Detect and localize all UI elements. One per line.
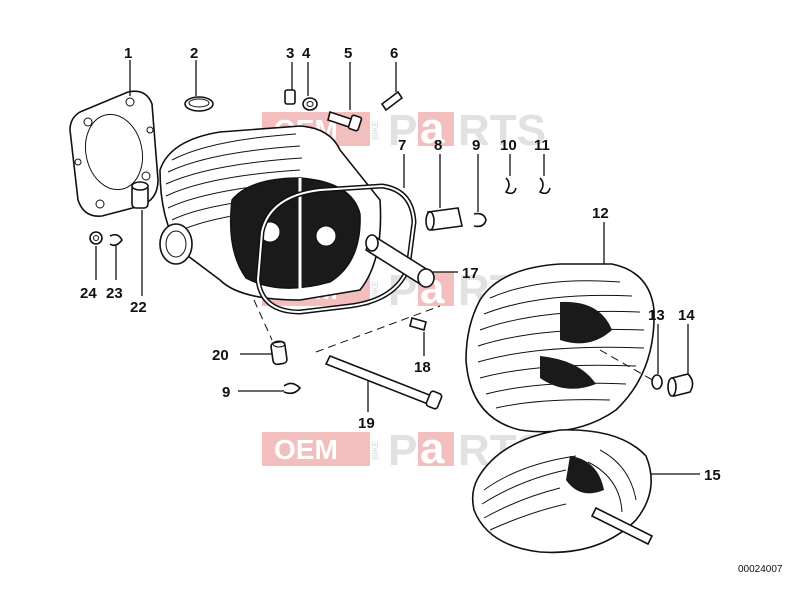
watermark-top: OEM BIKE P a RTS	[262, 104, 546, 155]
callout-24: 24	[80, 285, 97, 302]
valve-cover-12[interactable]	[465, 263, 655, 433]
cap-nut-14[interactable]	[667, 373, 694, 397]
circlip-9-lower[interactable]	[283, 382, 302, 395]
callout-11: 11	[534, 137, 550, 154]
watermark-bike-text: BIKE	[371, 440, 380, 460]
callout-5: 5	[344, 45, 352, 62]
sleeve-20[interactable]	[270, 340, 288, 366]
long-stud-19[interactable]	[324, 354, 443, 410]
screw-18[interactable]	[409, 317, 427, 331]
callout-9-lower: 9	[222, 384, 230, 401]
callout-1: 1	[124, 45, 132, 62]
watermark-rts-text: RTS	[458, 106, 546, 155]
watermark-p-text: P	[388, 426, 417, 475]
callout-2: 2	[190, 45, 198, 62]
callout-18: 18	[414, 359, 431, 376]
callout-10: 10	[500, 137, 517, 154]
nut-24[interactable]	[89, 231, 103, 245]
clip-23[interactable]	[109, 233, 123, 247]
rocker-shaft-17[interactable]	[364, 234, 435, 288]
callout-17: 17	[462, 265, 479, 282]
diagram-code: 00024007	[738, 564, 783, 575]
watermark-a-text: a	[420, 104, 445, 153]
watermark-oem-text: OEM	[274, 434, 338, 465]
washer-4[interactable]	[302, 97, 318, 111]
callout-labels: 1 2 3 4 5 6 7 8 9 10 11 12 13 14 15 17 1…	[80, 45, 721, 484]
callout-8: 8	[434, 137, 442, 154]
watermark-bottom: OEM BIKE P a RTS	[262, 424, 546, 475]
watermark-a-text: a	[420, 424, 445, 473]
sealing-ring[interactable]	[184, 96, 214, 112]
watermark-p-text: P	[388, 106, 417, 155]
plug-22[interactable]	[131, 181, 149, 209]
stud-6[interactable]	[380, 90, 404, 112]
callout-3: 3	[286, 45, 294, 62]
bolt-5[interactable]	[327, 110, 363, 132]
sleeve-8[interactable]	[425, 207, 463, 231]
circlip-9-upper[interactable]	[473, 212, 487, 228]
valve-cover-15[interactable]	[471, 429, 654, 554]
watermark-bike-text: BIKE	[371, 280, 380, 300]
stud-3[interactable]	[284, 89, 296, 105]
callout-7: 7	[398, 137, 406, 154]
callout-9-upper: 9	[472, 137, 480, 154]
callout-6: 6	[390, 45, 398, 62]
washer-13[interactable]	[651, 374, 663, 390]
callout-20: 20	[212, 347, 229, 364]
callout-14: 14	[678, 307, 695, 324]
callout-13: 13	[648, 307, 665, 324]
watermark-bike-text: BIKE	[371, 120, 380, 140]
callout-23: 23	[106, 285, 123, 302]
clip-10[interactable]	[504, 177, 517, 195]
callout-19: 19	[358, 415, 375, 432]
callout-12: 12	[592, 205, 609, 222]
clip-11[interactable]	[538, 177, 551, 195]
leader-lines	[95, 60, 700, 475]
callout-22: 22	[130, 299, 147, 316]
callout-4: 4	[302, 45, 311, 62]
callout-15: 15	[704, 467, 721, 484]
